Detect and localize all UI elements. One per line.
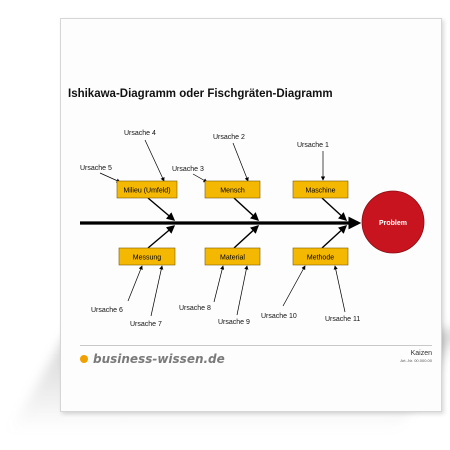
bone-methode (321, 225, 348, 249)
arrow-ursache-8 (213, 265, 225, 303)
cause-label-3: Ursache 3 (172, 166, 204, 173)
cause-label-2: Ursache 2 (213, 134, 245, 141)
category-box-milieu (116, 180, 178, 199)
bone-material (233, 225, 260, 249)
brand-name: Kaizen (410, 350, 432, 357)
bone-maschine (321, 197, 348, 221)
logo-text: business-wissen.de (93, 352, 225, 366)
diagram-title: Ishikawa-Diagramm oder Fischgräten-Diagr… (68, 88, 333, 100)
arrow-ursache-4 (144, 139, 165, 182)
category-label-mensch: Mensch (220, 188, 245, 195)
bone-messung (147, 225, 176, 249)
arrow-ursache-10 (282, 265, 306, 307)
category-box-methode (292, 247, 349, 266)
footer-brand: Kaizen Art.-Nr. 00.000.00 (400, 350, 432, 363)
category-label-messung: Messung (133, 255, 162, 262)
cause-label-6: Ursache 6 (91, 307, 123, 314)
article-number: Art.-Nr. 00.000.00 (400, 358, 432, 363)
bone-mensch (233, 197, 260, 221)
arrow-ursache-3 (192, 173, 208, 183)
cause-label-10: Ursache 10 (261, 313, 297, 320)
bone-milieu (147, 197, 176, 221)
problem-label: Problem (379, 220, 407, 227)
category-box-mensch (204, 180, 261, 199)
cause-label-7: Ursache 7 (130, 321, 162, 328)
category-box-material (204, 247, 261, 266)
category-label-methode: Methode (307, 255, 334, 262)
business-wissen-logo: business-wissen.de (80, 352, 225, 366)
arrow-ursache-5 (99, 172, 121, 183)
category-label-material: Material (220, 255, 245, 262)
cause-label-11: Ursache 11 (325, 316, 360, 323)
category-box-maschine (292, 180, 349, 199)
cause-label-8: Ursache 8 (179, 305, 211, 312)
arrow-ursache-11 (333, 265, 346, 313)
category-label-maschine: Maschine (306, 188, 336, 195)
cause-label-5: Ursache 5 (80, 165, 112, 172)
arrow-ursache-2 (232, 142, 249, 182)
arrow-ursache-9 (236, 265, 249, 316)
arrow-ursache-6 (127, 265, 143, 302)
arrow-ursache-7 (150, 265, 164, 317)
footer-divider (80, 345, 432, 346)
logo-dot-icon (80, 355, 88, 363)
cause-label-4: Ursache 4 (124, 130, 156, 137)
cause-label-1: Ursache 1 (297, 142, 329, 149)
problem-circle (361, 190, 425, 254)
category-box-messung (118, 247, 176, 266)
cause-label-9: Ursache 9 (218, 319, 250, 326)
category-label-milieu: Milieu (Umfeld) (123, 188, 170, 195)
